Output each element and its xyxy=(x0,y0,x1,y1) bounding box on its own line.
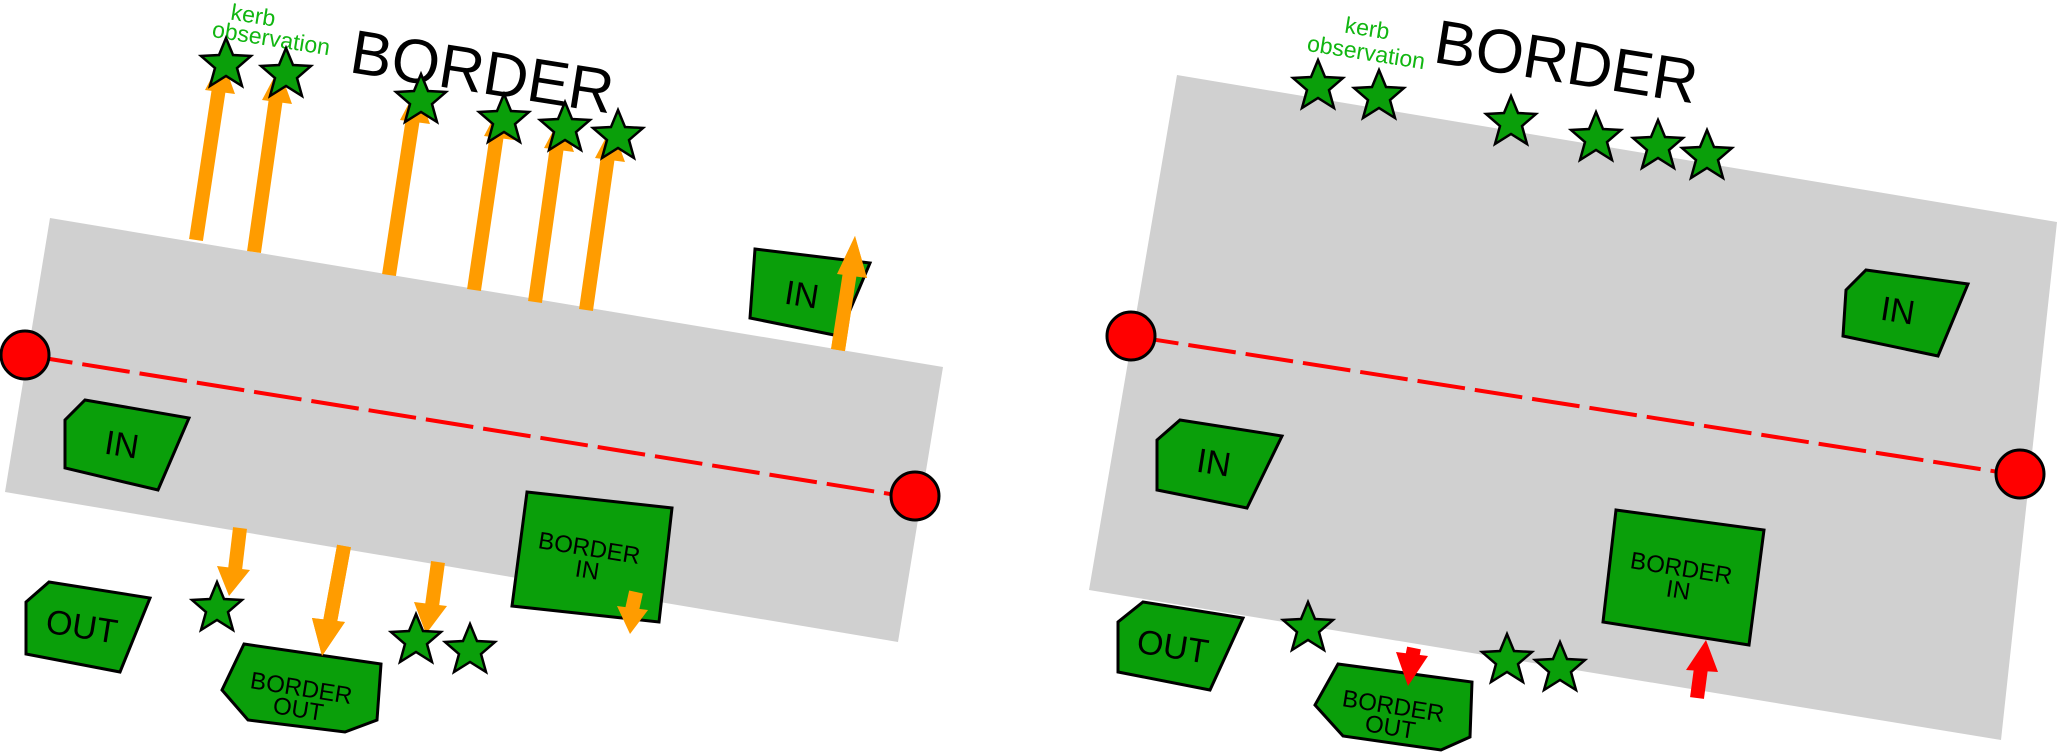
arrow-icon xyxy=(625,590,643,612)
road-area xyxy=(5,218,943,642)
out-shape xyxy=(1116,600,1246,692)
right-panel: BORDER kerb observation IN IN BORDER IN … xyxy=(1089,8,2057,752)
in-label: IN xyxy=(1878,290,1918,333)
arrow-icon xyxy=(228,527,247,571)
in-label: IN xyxy=(102,424,142,467)
border-title: BORDER xyxy=(1430,8,1703,118)
arrow-icon xyxy=(247,97,283,253)
arrow-icon xyxy=(323,544,351,624)
road-area xyxy=(1089,75,2057,740)
arrow-icon xyxy=(189,86,226,242)
border-in-label-line2: IN xyxy=(573,555,601,585)
arrow-head xyxy=(837,236,867,278)
arrow-icon xyxy=(1690,667,1708,699)
border-out-shape xyxy=(220,642,383,734)
road-centerline xyxy=(24,353,916,500)
border-in-shape xyxy=(1601,508,1766,647)
arrow-head xyxy=(1686,640,1718,672)
arrow-icon xyxy=(467,132,504,292)
border-in-shape xyxy=(510,490,674,624)
circle-node-icon xyxy=(889,470,941,522)
in-shape xyxy=(1155,418,1285,510)
left-panel: BORDER kerb observation xyxy=(0,0,943,734)
arrow-head xyxy=(312,618,345,656)
arrow-head xyxy=(617,606,648,634)
out-shape xyxy=(24,580,153,674)
circle-node-icon xyxy=(1994,448,2046,500)
arrow-icon xyxy=(831,270,857,352)
arrow-head xyxy=(1396,652,1428,686)
in-shape xyxy=(63,398,192,492)
arrow-icon xyxy=(528,145,564,303)
star-icon xyxy=(443,622,497,674)
arrow-icon xyxy=(425,561,445,607)
arrow-head xyxy=(414,602,447,634)
in-label: IN xyxy=(1194,442,1234,485)
star-icon xyxy=(190,580,244,632)
arrow-icon xyxy=(579,155,615,311)
border-in-label-line2: IN xyxy=(1664,575,1692,605)
circle-node-icon xyxy=(1105,310,1157,362)
in-shape xyxy=(1841,268,1971,358)
road-centerline xyxy=(1130,334,2019,477)
arrow-icon xyxy=(382,116,420,277)
arrow-head xyxy=(217,566,250,596)
border-out-shape xyxy=(1313,662,1474,752)
circle-node-icon xyxy=(0,329,51,381)
in-label: IN xyxy=(782,274,822,317)
